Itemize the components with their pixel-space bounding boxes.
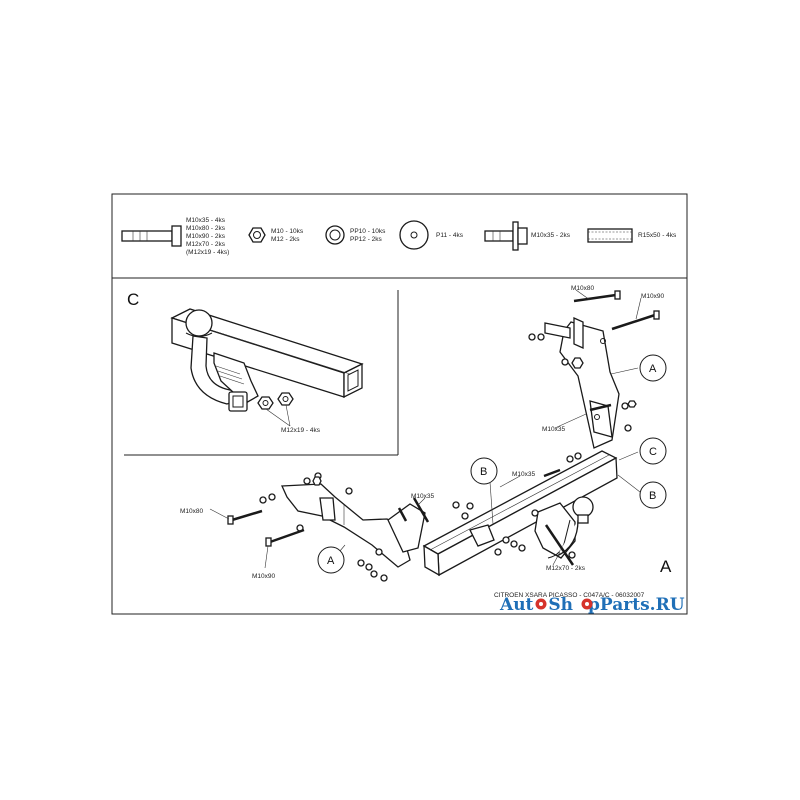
detail-c-panel: C M12x19 - 4ks	[124, 290, 399, 456]
drawing-frame	[111, 193, 688, 615]
long-bolt-icons	[227, 290, 660, 566]
detail-c-letter: C	[127, 290, 139, 309]
label-m12x70: M12x70 - 2ks	[546, 565, 586, 572]
nut-spec-1: M10 - 10ks	[271, 228, 304, 235]
detail-c-bolt-label: M12x19 - 4ks	[281, 427, 321, 434]
main-exploded-view: A	[180, 285, 672, 599]
svg-text:C: C	[649, 446, 657, 458]
tube-spacer-spec: R15x50 - 4ks	[638, 232, 677, 239]
washer-spec-1: PP10 - 10ks	[350, 228, 386, 235]
svg-text:B: B	[649, 490, 656, 502]
label-m10x80-left: M10x80	[180, 508, 204, 515]
nut-spec-2: M12 - 2ks	[271, 236, 300, 243]
callout-b-center: B	[470, 457, 498, 485]
hex-nut-icon	[248, 227, 266, 243]
label-m10x35-mid: M10x35	[411, 493, 435, 500]
label-m10x80-right: M10x80	[571, 285, 595, 292]
svg-text:A: A	[327, 555, 335, 567]
detail-c-bolt-icon	[257, 392, 294, 410]
bolt-spec-1: M10x35 - 4ks	[186, 217, 226, 224]
view-a-letter: A	[660, 557, 672, 576]
flange-bolt-spec: M10x35 - 2ks	[531, 232, 571, 239]
gear-icon	[535, 598, 593, 610]
svg-text:B: B	[480, 466, 487, 478]
washer-icon	[325, 225, 345, 245]
drawing-footer: CITROEN XSARA PICASSO - C047A/C - 060320…	[494, 592, 645, 599]
bolt-spec-2: M10x80 - 2ks	[186, 225, 226, 232]
parts-header: M10x35 - 4ks M10x80 - 2ks M10x90 - 2ks M…	[121, 217, 677, 256]
callout-c: C	[639, 437, 667, 465]
bolt-spec-3: M10x90 - 2ks	[186, 233, 226, 240]
bolt-icon	[121, 225, 182, 247]
fastener-icons	[259, 333, 637, 582]
svg-text:A: A	[649, 363, 657, 375]
tube-spacer-icon	[587, 228, 633, 243]
flange-bolt-icon	[484, 221, 528, 251]
callout-a-left: A	[317, 546, 345, 574]
label-m10x90-left: M10x90	[252, 573, 276, 580]
bolt-spec-4: M12x70 - 2ks	[186, 241, 226, 248]
label-m10x35-right: M10x35	[542, 426, 566, 433]
callout-b-right: B	[639, 481, 667, 509]
label-m10x35-center: M10x35	[512, 471, 536, 478]
bolt-spec-5: (M12x19 - 4ks)	[186, 249, 229, 256]
plate-washer-spec: P11 - 4ks	[436, 232, 464, 239]
plate-washer-icon	[399, 220, 429, 250]
label-m10x90-right: M10x90	[641, 293, 665, 300]
washer-spec-2: PP12 - 2ks	[350, 236, 383, 243]
callout-a-right: A	[639, 354, 667, 382]
